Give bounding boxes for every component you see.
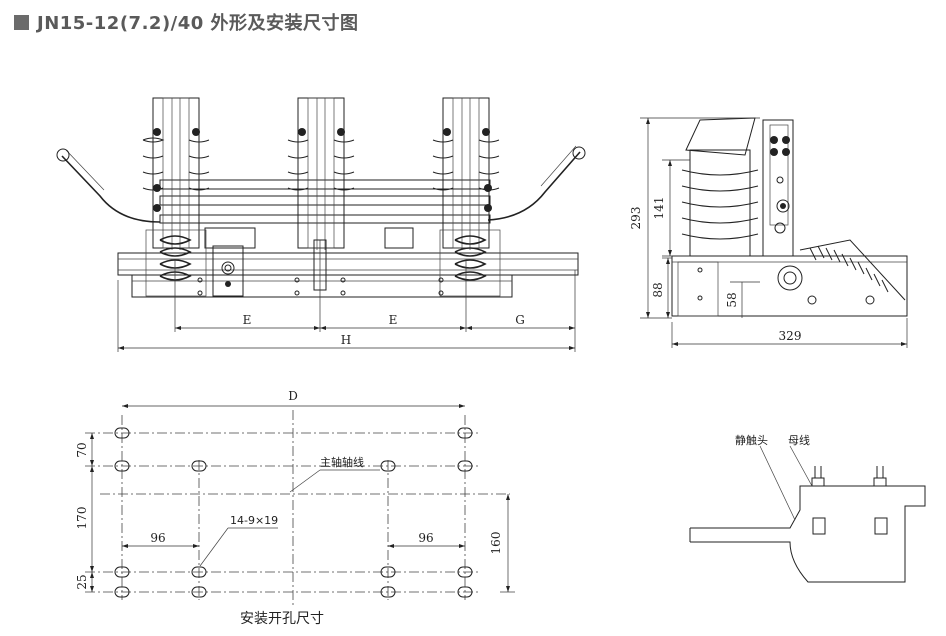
dim-e1: E: [243, 313, 252, 327]
dim-58: 58: [725, 292, 739, 307]
title-square-icon: [14, 14, 29, 30]
side-view: 293 141 88 58 329: [629, 117, 908, 348]
label-axis: 主轴轴线: [320, 455, 364, 469]
dim-h: H: [341, 333, 351, 347]
label-holes: 14-9×19: [230, 514, 278, 527]
dim-e2: E: [389, 313, 398, 327]
label-busbar: 母线: [788, 433, 810, 447]
dim-g: G: [515, 313, 525, 327]
dim-88: 88: [651, 282, 665, 297]
dim-293: 293: [629, 207, 643, 230]
hole-slots: [114, 427, 473, 598]
dim-96-left: 96: [150, 531, 165, 545]
title-text: JN15-12(7.2)/40 外形及安装尺寸图: [37, 13, 359, 34]
pole-1: [142, 97, 210, 297]
page-title: JN15-12(7.2)/40 外形及安装尺寸图: [14, 8, 359, 36]
dim-141: 141: [652, 197, 666, 220]
contact-detail: 静触头 母线: [689, 433, 926, 583]
pole-2: [287, 97, 355, 291]
label-static-contact: 静触头: [735, 433, 768, 447]
dim-96-right: 96: [418, 531, 433, 545]
dim-25: 25: [75, 574, 89, 589]
pole-3: [432, 97, 501, 297]
mounting-caption: 安装开孔尺寸: [240, 611, 324, 627]
dim-170: 170: [75, 507, 89, 530]
mounting-holes: D 70 170 25 96 96 160 主轴轴线 14-9×19 安装开孔尺…: [75, 389, 515, 627]
dim-d: D: [288, 389, 298, 403]
dim-70: 70: [75, 442, 89, 457]
dim-160: 160: [489, 532, 503, 555]
dim-329: 329: [779, 329, 802, 343]
front-view: E E G H: [56, 97, 586, 352]
